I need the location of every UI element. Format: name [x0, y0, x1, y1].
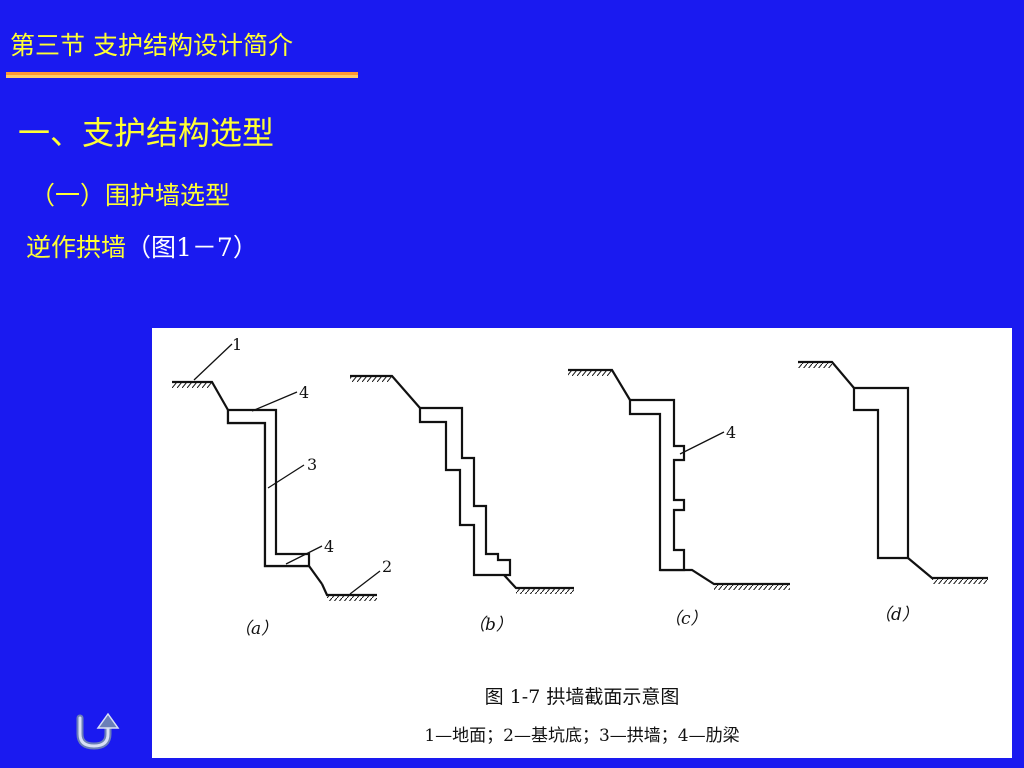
- arch-wall-diagram: 1 4 3 4 2 （a） （b） 4 （c）: [172, 335, 988, 639]
- callout-4: 4: [299, 383, 309, 402]
- callout-4b: 4: [324, 537, 334, 556]
- callout-1-leader: [193, 343, 233, 381]
- figure-legend: 1—地面；2—基坑底；3—拱墙；4—肋梁: [424, 726, 740, 746]
- panel-label-a: （a）: [234, 619, 278, 639]
- section-d-pit-bottom: [907, 557, 988, 580]
- section-a-diagram: 1 4 3 4 2 （a）: [172, 335, 392, 639]
- section-d-pit-hatch: [932, 578, 988, 584]
- section-d-ground-hatch: [798, 362, 832, 368]
- section-a-pit-hatch: [327, 595, 377, 601]
- section-a-pit-bottom: [320, 583, 377, 597]
- panel-label-d: （d）: [874, 605, 919, 625]
- section-b-wall: [418, 406, 512, 577]
- panel-label-b: （b）: [468, 615, 513, 635]
- callout-4c: 4: [726, 423, 736, 442]
- topic-name: 逆作拱墙: [26, 233, 127, 262]
- arch-wall-figure: 1 4 3 4 2 （a） （b） 4 （c）: [152, 328, 1012, 758]
- return-button[interactable]: [72, 712, 124, 750]
- section-d-wall: [852, 386, 910, 560]
- callout-2: 2: [382, 557, 392, 576]
- title-underline: [6, 72, 358, 78]
- callout-4c-leader: [679, 431, 725, 455]
- section-title: 第三节 支护结构设计简介: [10, 31, 293, 60]
- section-d-diagram: （d）: [798, 360, 988, 625]
- sub-heading: （一）围护墙选型: [30, 181, 231, 210]
- main-heading: 一、支护结构选型: [18, 114, 275, 152]
- section-b-ground-hatch: [350, 376, 392, 382]
- callout-4-leader: [251, 391, 298, 412]
- figure-reference: （图1－7）: [126, 233, 258, 262]
- panel-label-c: （c）: [664, 609, 708, 629]
- return-arrow-icon: [76, 712, 120, 750]
- section-a-ground-hatch: [172, 382, 212, 388]
- section-b-pit-bottom: [503, 574, 574, 590]
- callout-3-leader: [267, 464, 305, 489]
- section-c-wall: [628, 398, 686, 572]
- section-c-ground-hatch: [568, 370, 612, 376]
- section-c-pit-bottom: [660, 568, 790, 586]
- section-b-diagram: （b）: [350, 374, 574, 635]
- section-c-pit-hatch: [714, 584, 790, 590]
- callout-2-leader: [349, 570, 381, 595]
- figure-caption: 图 1-7 拱墙截面示意图: [484, 686, 680, 708]
- section-c-diagram: 4 （c）: [568, 368, 790, 629]
- callout-1: 1: [232, 335, 242, 354]
- topic-line: 逆作拱墙（图1－7）: [26, 228, 258, 264]
- callout-3: 3: [307, 455, 317, 474]
- section-b-pit-hatch: [516, 588, 574, 594]
- callout-4b-leader: [285, 545, 323, 565]
